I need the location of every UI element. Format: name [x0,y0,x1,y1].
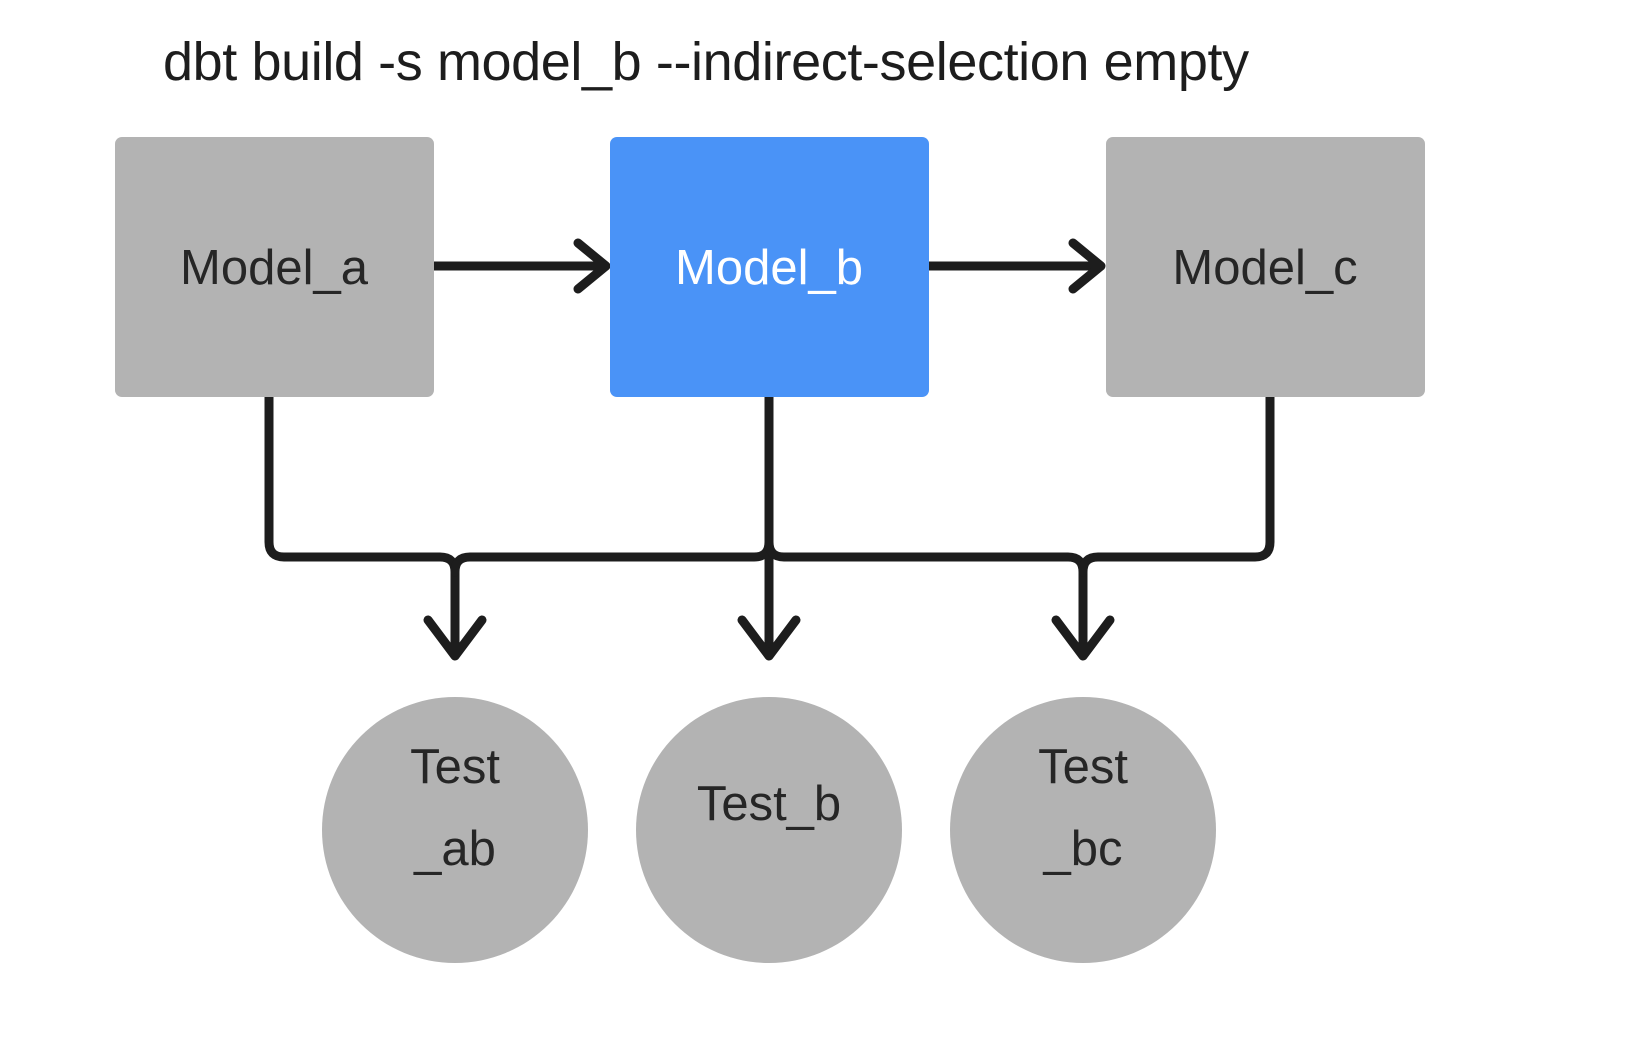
node-test-b[interactable]: Test_b [636,697,902,963]
node-test-ab-label-line2: _ab [413,822,496,876]
node-model-b-label: Model_b [675,241,863,295]
node-model-a-shape[interactable] [115,137,434,397]
node-test-bc[interactable]: Test _bc [950,697,1216,963]
node-test-ab-label-line1: Test [410,740,500,794]
node-model-c-label: Model_c [1172,241,1357,295]
node-test-b-shape[interactable] [636,697,902,963]
node-test-ab-shape[interactable] [322,697,588,963]
edge-model-a-to-model-b [429,238,611,294]
node-test-ab[interactable]: Test _ab [322,697,588,963]
node-test-b-label-line1: Test_b [697,777,841,831]
diagram-title: dbt build -s model_b --indirect-selectio… [163,32,1249,92]
edge-model-b-to-model-c [924,238,1106,294]
node-model-b[interactable]: Model_b [610,137,929,397]
node-test-bc-shape[interactable] [950,697,1216,963]
edge-model-b-to-test-bc [764,392,1115,661]
node-model-c-shape[interactable] [1106,137,1425,397]
node-model-a[interactable]: Model_a [115,137,434,397]
node-model-b-shape[interactable] [610,137,929,397]
edge-model-b-to-test-ab [450,392,774,577]
edge-model-a-to-test-ab [264,392,487,661]
node-test-bc-label-line1: Test [1038,740,1128,794]
edge-model-c-to-test-bc [1078,392,1275,577]
node-model-a-label: Model_a [180,241,369,295]
node-model-c[interactable]: Model_c [1106,137,1425,397]
node-test-bc-label-line2: _bc [1042,822,1122,876]
